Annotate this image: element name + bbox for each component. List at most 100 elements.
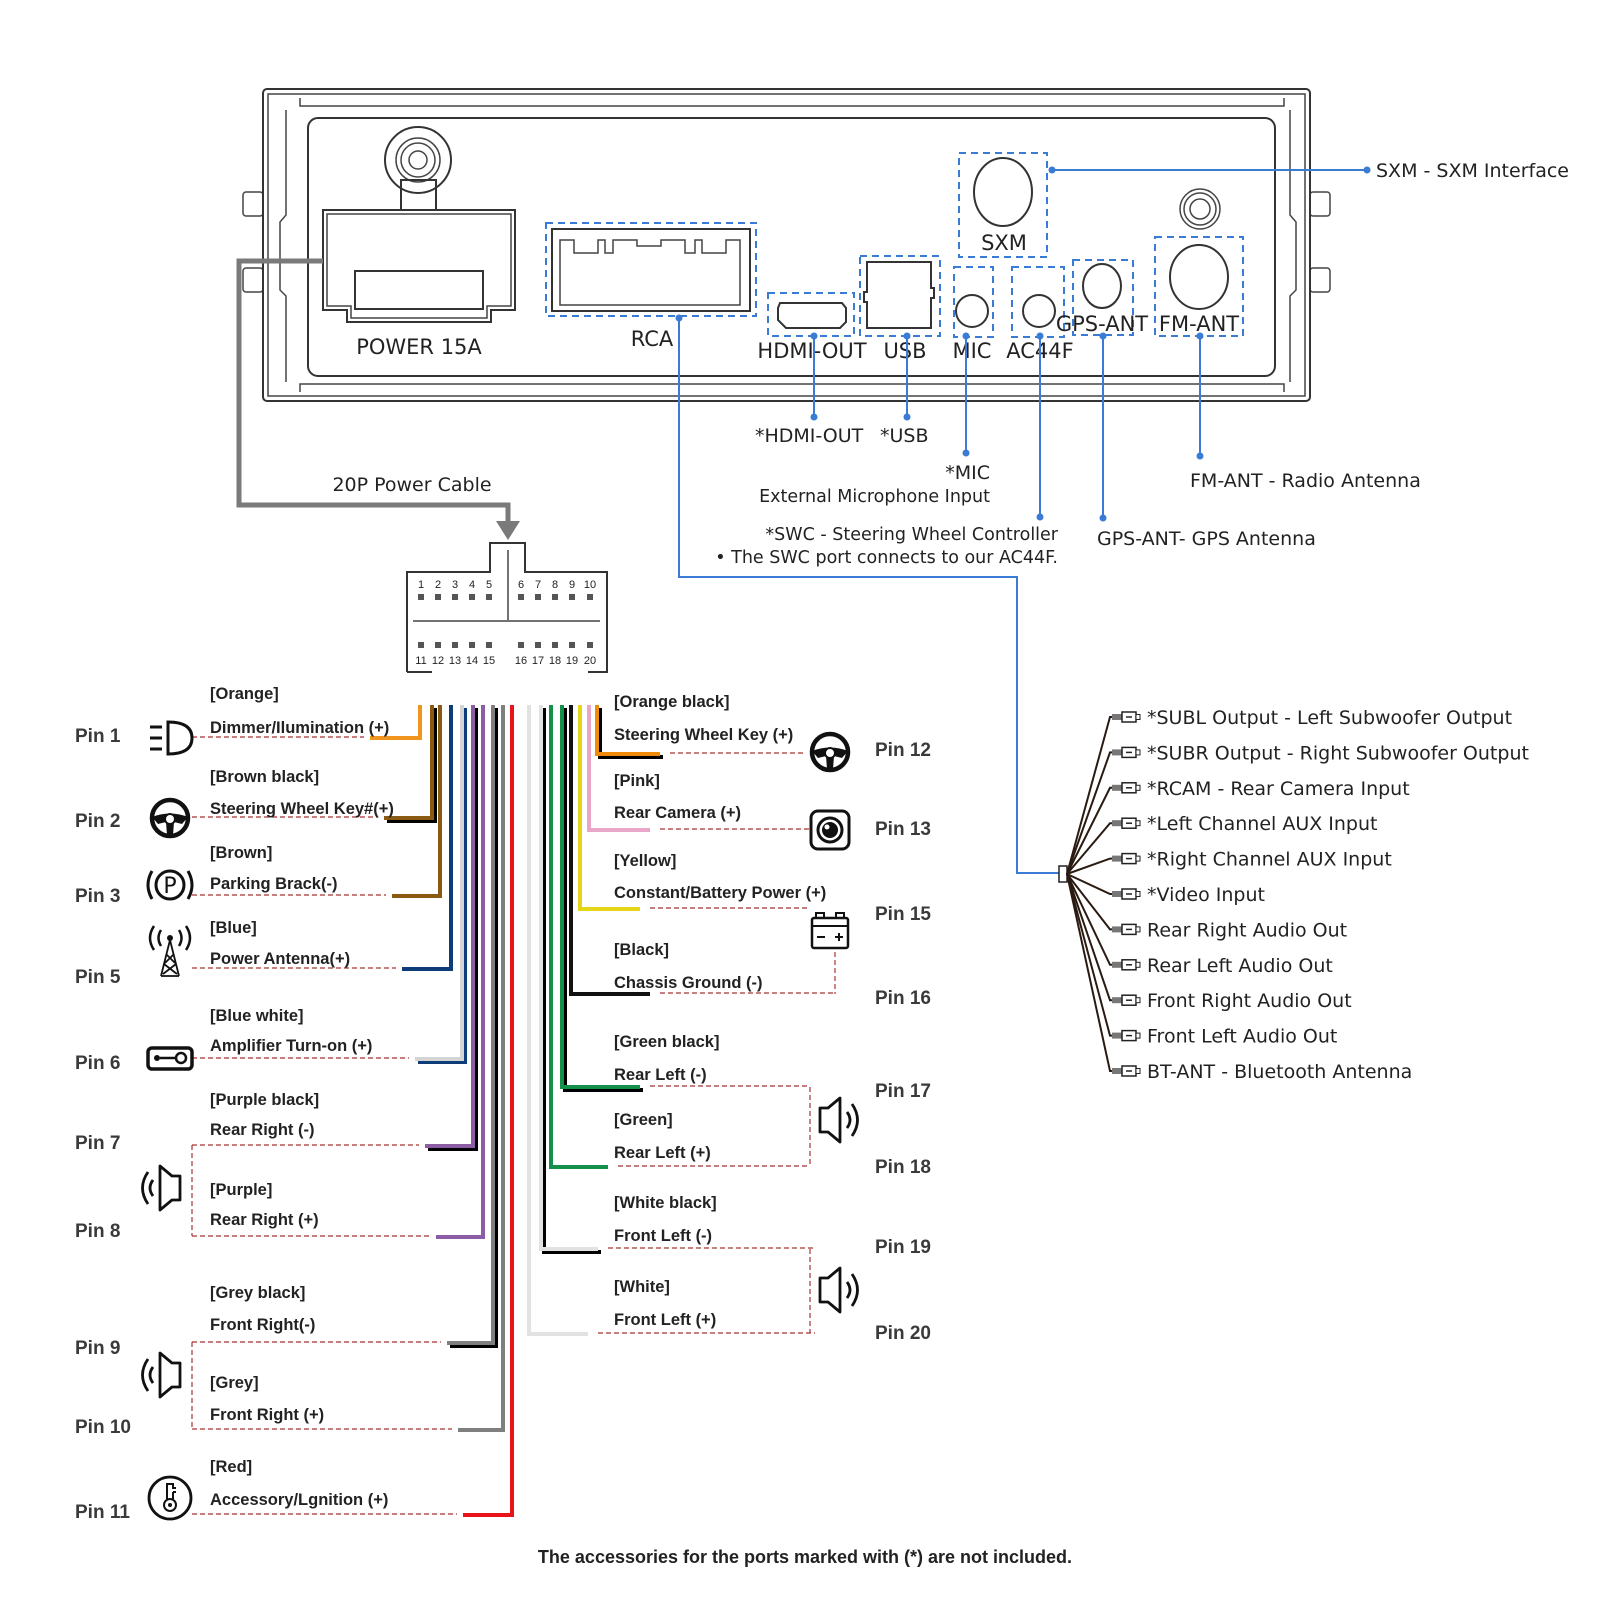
rca-harness-label: *SUBR Output - Right Subwoofer Output [1147, 742, 1529, 764]
pin-number: Pin 12 [875, 740, 931, 761]
left-pin-row: Pin 11[Red]Accessory/Lgnition (+) [75, 1458, 457, 1523]
rca-harness-item: Rear Left Audio Out [1066, 873, 1333, 977]
battery-icon [810, 912, 850, 950]
port-label-power: POWER 15A [356, 335, 482, 359]
rca-harness-label: *Left Channel AUX Input [1147, 813, 1378, 835]
pin-number: Pin 13 [875, 819, 931, 840]
right-pin-row: Pin 20[White]Front Left (+) [598, 1278, 931, 1344]
sxm-port: SXM [958, 152, 1048, 258]
swc-annotation-note: • The SWC port connects to our AC44F. [715, 548, 1058, 568]
left-pin-row: Pin 2[Brown black]Steering Wheel Key#(+) [75, 768, 394, 839]
connector-pin-number: 20 [584, 655, 596, 667]
wire [458, 705, 505, 1432]
fm-annotation: FM-ANT - Radio Antenna [1190, 470, 1421, 492]
rca-harness-label: Front Left Audio Out [1147, 1026, 1337, 1048]
bottom-rail [299, 383, 1285, 392]
connector-pin-number: 3 [452, 579, 458, 591]
speaker-icon [818, 1266, 859, 1314]
mount-tab [1309, 267, 1331, 293]
fm-port: FM-ANT [1154, 188, 1244, 337]
port-label-usb: USB [883, 339, 926, 363]
wire-function-label: Rear Right (+) [210, 1211, 319, 1229]
ignition-key-icon [147, 1475, 193, 1521]
wire [436, 705, 485, 1239]
wire-function-label: Rear Camera (+) [614, 804, 741, 822]
pin-number: Pin 18 [875, 1157, 931, 1178]
gps-callout-box [1072, 259, 1134, 336]
mic-annotation-desc: External Microphone Input [759, 487, 990, 507]
wire [392, 705, 442, 898]
rca-harness-label: Front Right Audio Out [1147, 990, 1352, 1012]
wire [595, 705, 660, 756]
wire-function-label: Rear Right (-) [210, 1121, 315, 1139]
connector-pin-number: 15 [483, 655, 495, 667]
wire-function-label: Front Left (-) [614, 1227, 712, 1245]
wire [447, 705, 495, 1345]
rca-harness-label: *RCAM - Rear Camera Input [1147, 778, 1410, 800]
chassis-frame [262, 88, 1311, 402]
sxm-annotation: SXM - SXM Interface [1376, 160, 1569, 182]
connector-pin-number: 19 [566, 655, 578, 667]
connector-pin-number: 17 [532, 655, 544, 667]
connector-pin [569, 594, 575, 600]
wire-color-label: [Green] [614, 1111, 673, 1129]
rca-plug-icon [1112, 817, 1141, 829]
hdmi-callout-box [767, 292, 855, 337]
mount-tab [1309, 191, 1331, 217]
connector-pin [587, 594, 593, 600]
rca-harness-item: Rear Right Audio Out [1066, 873, 1347, 941]
wire-function-label: Front Right(-) [210, 1316, 315, 1334]
speaker-icon [141, 1164, 182, 1212]
rca-plug-icon [1112, 1065, 1141, 1077]
pin-number: Pin 19 [875, 1237, 931, 1258]
wire-stripe [418, 708, 467, 1064]
right-pin-row: Pin 19[White black]Front Left (-) [608, 1194, 931, 1314]
wire-function-label: Chassis Ground (-) [614, 974, 763, 992]
connector-pin [418, 594, 424, 600]
wire [463, 705, 514, 1517]
connector-pin-number: 18 [549, 655, 561, 667]
pin-number: Pin 3 [75, 886, 120, 907]
rca-plug-icon [1112, 1029, 1141, 1042]
rca-plug-icon [1112, 888, 1141, 900]
wire-color-label: [Yellow] [614, 852, 676, 870]
power-cable: 20P Power Cable [236, 258, 520, 540]
wire-function-label: Accessory/Lgnition (+) [210, 1491, 388, 1509]
connector-pin-number: 6 [518, 579, 524, 591]
wire-function-label: Steering Wheel Key#(+) [210, 800, 394, 818]
pin-number: Pin 10 [75, 1417, 131, 1438]
connector-pin-number: 14 [466, 655, 478, 667]
connector-pin [452, 594, 458, 600]
pin-number: Pin 6 [75, 1053, 120, 1074]
wire-color-label: [Purple] [210, 1181, 272, 1199]
rca-harness: *SUBL Output - Left Subwoofer Output*SUB… [1058, 707, 1529, 1083]
pin-number: Pin 15 [875, 904, 931, 925]
right-pin-list: Pin 12[Orange black]Steering Wheel Key (… [598, 693, 931, 1344]
wire-bundle [370, 705, 663, 1517]
connector-pin-number: 10 [584, 579, 596, 591]
rca-harness-label: Rear Right Audio Out [1147, 919, 1347, 941]
wire-color-label: [Blue] [210, 919, 257, 937]
wire-function-label: Dimmer/Ilumination (+) [210, 719, 389, 737]
rca-harness-item: *SUBL Output - Left Subwoofer Output [1066, 707, 1512, 875]
top-rail [299, 98, 1285, 107]
connector-pin [518, 642, 524, 648]
connector-pin [469, 594, 475, 600]
pin-number: Pin 7 [75, 1133, 120, 1154]
wire-stripe [387, 708, 437, 823]
left-pin-row: Pin 1[Orange]Dimmer/Ilumination (+) [75, 685, 389, 756]
gps-port: GPS-ANT [1056, 259, 1148, 336]
connector-pin [469, 642, 475, 648]
rca-plug-icon [1112, 994, 1141, 1006]
wire-function-label: Rear Left (-) [614, 1066, 707, 1084]
connector-pin [552, 594, 558, 600]
wire-color-label: [Purple black] [210, 1091, 319, 1109]
wire [415, 705, 464, 1061]
amplifier-icon [146, 1046, 194, 1071]
wire-stripe [428, 708, 478, 1151]
wire-function-label: Parking Brack(-) [210, 875, 337, 893]
connector-pin [535, 594, 541, 600]
wire [569, 705, 650, 996]
